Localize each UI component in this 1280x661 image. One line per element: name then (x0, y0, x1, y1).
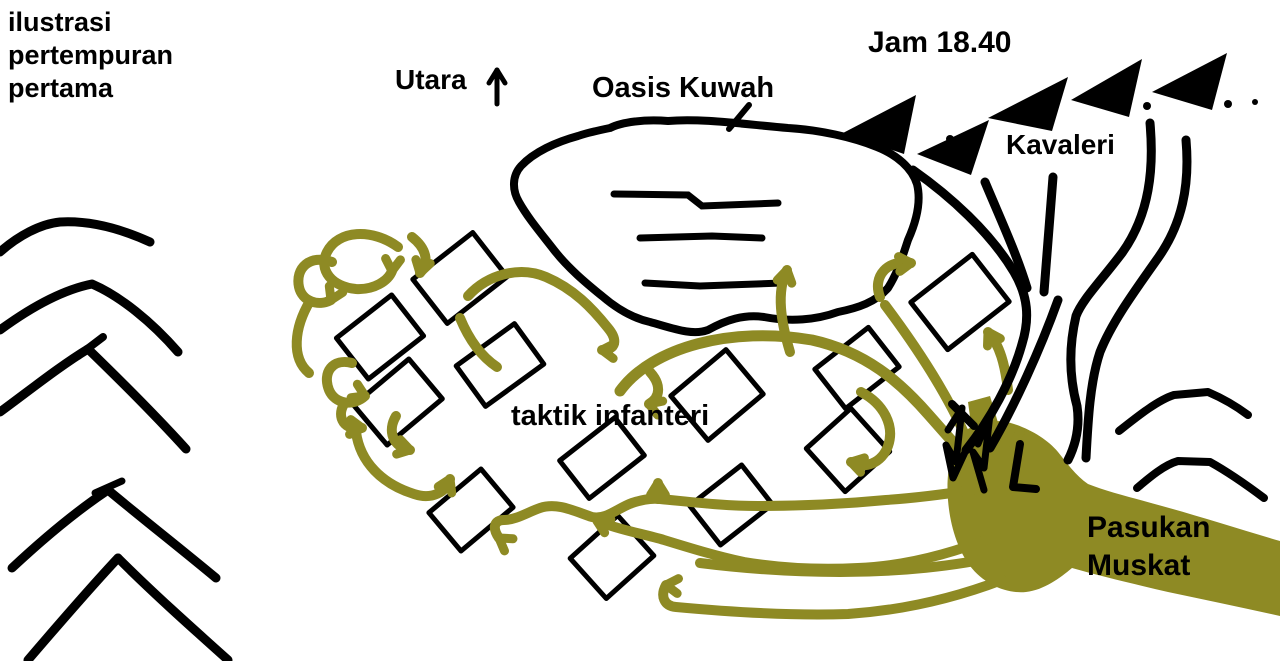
title-line-3: pertama (8, 73, 114, 103)
cavalry-triangle-icon (1152, 53, 1227, 110)
ink-stroke (103, 485, 221, 583)
infantry-square (908, 251, 1012, 353)
arrowhead (846, 453, 869, 467)
ink-stroke (494, 67, 508, 86)
ink-stroke (1081, 135, 1192, 463)
olive-maneuver-arrows (291, 229, 1025, 620)
maneuver-path (846, 387, 896, 471)
ink-stroke (113, 553, 233, 661)
ink-stroke (908, 165, 1032, 455)
ink-stroke (91, 477, 126, 497)
ink-stroke (1009, 440, 1040, 493)
ink-stroke (0, 344, 93, 417)
ink-stroke (980, 177, 1032, 293)
ink-stroke (1133, 457, 1268, 502)
maneuver-path (455, 313, 502, 372)
arrowhead (983, 327, 1005, 344)
arrowhead (381, 254, 397, 276)
cavalry-unit-markers (843, 53, 1258, 175)
title-line-2: pertempuran (8, 40, 174, 70)
arrowhead (346, 391, 370, 403)
ink-lines (0, 67, 1268, 661)
maneuver-path (293, 254, 337, 308)
arrowhead (494, 533, 518, 544)
ink-stroke (74, 333, 107, 360)
cavalry-triangle-icon (843, 95, 916, 154)
cavalry-triangle-icon (1071, 59, 1142, 117)
arrowhead (345, 423, 367, 439)
ink-stroke (0, 217, 155, 257)
infantry-square (351, 356, 445, 448)
ink-stroke (969, 410, 994, 494)
ink-stroke (726, 102, 752, 132)
cavalry-triangle-icon (917, 120, 989, 175)
muscat-force-line-1: Pasukan (1087, 511, 1211, 544)
ink-stroke (1039, 172, 1058, 297)
maneuver-path (658, 575, 1007, 620)
water-line (636, 232, 766, 242)
infantry-tactics-label: taktik infanteri (511, 400, 710, 432)
arrowhead (782, 265, 797, 288)
cavalry-triangle-icon (988, 77, 1068, 131)
water-line (641, 279, 786, 290)
ink-stroke (1115, 388, 1252, 435)
ink-stroke (985, 295, 1063, 453)
ink-stroke (23, 553, 123, 661)
ink-dot (1252, 99, 1258, 105)
ink-dot (1143, 102, 1151, 110)
arrowhead (895, 258, 916, 276)
maneuver-path (321, 357, 370, 408)
oasis-label: Oasis Kuwah (592, 72, 775, 104)
ink-stroke (7, 485, 113, 573)
ink-dot (946, 135, 954, 143)
arrowhead (653, 478, 670, 500)
arrowhead (411, 255, 425, 278)
time-label: Jam 18.40 (868, 26, 1012, 59)
arrowhead (644, 396, 668, 409)
arrowhead (445, 474, 457, 498)
ink-dot (1224, 100, 1232, 108)
title-line-1: ilustrasi (8, 7, 112, 37)
maneuver-path (695, 551, 1005, 578)
maneuver-path (489, 485, 977, 543)
maneuver-path (614, 330, 971, 461)
ink-stroke (942, 404, 970, 482)
muscat-force-label: Pasukan Muskat (1087, 509, 1210, 585)
arrowhead (597, 339, 619, 355)
maneuver-path (351, 427, 455, 502)
oasis-shape (510, 116, 923, 337)
arrowhead (324, 281, 336, 305)
north-label: Utara (395, 64, 467, 95)
ink-stroke (1063, 118, 1156, 465)
arrowhead (1008, 427, 1025, 449)
maneuver-path (291, 296, 315, 378)
page-title: ilustrasi pertempuran pertama (8, 6, 173, 105)
muscat-force-line-2: Muskat (1087, 549, 1191, 582)
infantry-square (803, 405, 893, 495)
arrowhead (392, 445, 415, 459)
arrowhead (661, 574, 683, 590)
arrowhead (592, 514, 616, 526)
infantry-square (557, 415, 647, 501)
ink-stroke (83, 344, 191, 454)
infantry-square (410, 230, 510, 326)
water-line (610, 190, 782, 210)
infantry-square (668, 347, 766, 443)
ink-stroke (0, 279, 183, 357)
cavalry-label: Kavaleri (1006, 129, 1115, 160)
maneuver-path (319, 229, 403, 295)
